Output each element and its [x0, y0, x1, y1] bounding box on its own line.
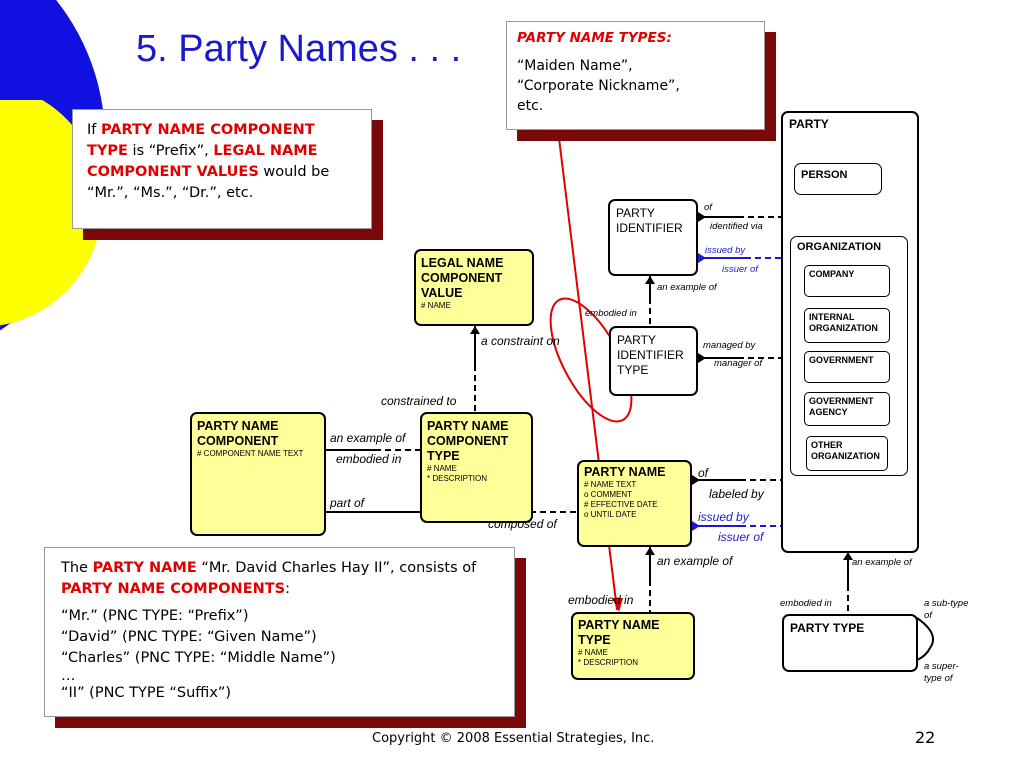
note-text: is “Prefix”,	[127, 143, 214, 159]
entity-name: PARTY	[789, 117, 829, 131]
entity-attribute: # EFFECTIVE DATE	[584, 500, 658, 509]
entity-name: PARTY NAME	[584, 465, 666, 479]
note-intro: The PARTY NAME “Mr. David Charles Hay II…	[61, 558, 498, 600]
note-line: “Corporate Nickname”,	[517, 78, 680, 94]
entity-attribute: * DESCRIPTION	[578, 658, 639, 667]
note-example-line: “David” (PNC TYPE: “Given Name”)	[61, 629, 317, 645]
note-example-line: “Mr.” (PNC TYPE: “Prefix”)	[61, 608, 249, 624]
rel-label: embodied in	[780, 598, 832, 609]
rel-label: a sub-type of	[924, 598, 969, 621]
entity-name: ORGANIZATION	[797, 241, 882, 253]
rel-label: an example of	[852, 557, 912, 568]
entity-name: PARTY NAME TYPE	[578, 618, 660, 647]
entity-party-name[interactable]: PARTY NAME # NAME TEXT o COMMENT # EFFEC…	[577, 460, 692, 547]
note-text: :	[285, 581, 290, 597]
rel-label: issuer of	[718, 530, 764, 544]
note-party-name-example: The PARTY NAME “Mr. David Charles Hay II…	[44, 547, 515, 717]
rel-label: an example of	[330, 431, 406, 445]
rel-label: embodied in	[336, 452, 402, 466]
note-example-line: “II” (PNC TYPE “Suffix”)	[61, 685, 232, 701]
entity-name: PERSON	[801, 169, 848, 181]
entity-name: COMPANY	[809, 269, 855, 279]
entity-name: INTERNAL ORGANIZATION	[809, 312, 878, 333]
copyright-footer: Copyright © 2008 Essential Strategies, I…	[372, 731, 655, 746]
entity-party-type[interactable]: PARTY TYPE	[782, 614, 918, 672]
entity-party-identifier[interactable]: PARTY IDENTIFIER	[608, 199, 698, 276]
note-example-line: “Charles” (PNC TYPE: “Middle Name”)	[61, 650, 336, 666]
entity-company[interactable]: COMPANY	[804, 265, 890, 297]
rel-label: of	[704, 202, 712, 213]
entity-name: PARTY TYPE	[790, 621, 865, 635]
entity-attribute: # NAME	[427, 464, 457, 473]
page-number: 22	[915, 728, 936, 747]
entity-legal-name-component-value[interactable]: LEGAL NAME COMPONENT VALUE # NAME	[414, 249, 534, 326]
entity-attribute: o COMMENT	[584, 490, 632, 499]
entity-attribute: # NAME TEXT	[584, 480, 637, 489]
note-highlight: LEGAL NAME COMPONENT VALUES	[87, 143, 318, 180]
rel-label: issued by	[705, 245, 746, 256]
note-line: “Maiden Name”,	[517, 58, 633, 74]
rel-label: an example of	[657, 282, 717, 293]
entity-name: PARTY IDENTIFIER TYPE	[617, 333, 684, 377]
entity-party-identifier-type[interactable]: PARTY IDENTIFIER TYPE	[609, 326, 698, 396]
rel-label: issuer of	[722, 264, 758, 275]
note-example-line: …	[61, 668, 76, 684]
entity-name: PARTY IDENTIFIER	[616, 206, 683, 235]
entity-government[interactable]: GOVERNMENT	[804, 351, 890, 383]
rel-label: embodied in	[585, 308, 637, 319]
entity-name: GOVERNMENT	[809, 355, 874, 365]
note-line: etc.	[517, 98, 544, 114]
entity-name: GOVERNMENT AGENCY	[809, 396, 874, 417]
entity-attribute: * DESCRIPTION	[427, 474, 488, 483]
rel-label: issued by	[698, 510, 749, 524]
rel-label: constrained to	[381, 394, 457, 408]
rel-label: embodied in	[568, 593, 634, 607]
entity-party-name-component-type[interactable]: PARTY NAME COMPONENT TYPE # NAME * DESCR…	[420, 412, 533, 523]
entity-attribute: # NAME	[421, 301, 451, 310]
rel-label: an example of	[657, 554, 733, 568]
entity-party-name-type[interactable]: PARTY NAME TYPE # NAME * DESCRIPTION	[571, 612, 695, 680]
entity-government-agency[interactable]: GOVERNMENT AGENCY	[804, 392, 890, 426]
entity-name: PARTY NAME COMPONENT	[197, 419, 279, 448]
entity-attribute: o UNTIL DATE	[584, 510, 637, 519]
note-text: would be “Mr.”, “Ms.”, “Dr.”, etc.	[87, 164, 330, 201]
entity-other-organization[interactable]: OTHER ORGANIZATION	[806, 436, 888, 471]
red-arrowhead	[612, 598, 623, 612]
entity-party-name-component[interactable]: PARTY NAME COMPONENT # COMPONENT NAME TE…	[190, 412, 326, 536]
entity-internal-organization[interactable]: INTERNAL ORGANIZATION	[804, 308, 890, 343]
note-component-values: If PARTY NAME COMPONENT TYPE is “Prefix”…	[72, 109, 372, 229]
rel-label: manager of	[714, 358, 763, 369]
rel-label: of	[698, 466, 709, 480]
rel-label: a super-type of	[924, 661, 959, 684]
rel-label: a constraint on	[481, 334, 560, 348]
note-heading: PARTY NAME TYPES:	[517, 30, 672, 46]
rel-label: composed of	[488, 517, 557, 531]
rel-label: managed by	[703, 340, 756, 351]
note-highlight: PARTY NAME COMPONENTS	[61, 581, 286, 597]
note-highlight: PARTY NAME COMPONENT TYPE	[87, 122, 315, 159]
rel-label: part of	[330, 496, 365, 510]
rel-label: identified via	[710, 221, 763, 232]
note-text: The	[61, 560, 93, 576]
note-party-name-types: PARTY NAME TYPES: “Maiden Name”, “Corpor…	[506, 21, 765, 130]
slide-title: 5. Party Names . . .	[136, 28, 462, 70]
entity-name: LEGAL NAME COMPONENT VALUE	[421, 256, 504, 300]
entity-person[interactable]: PERSON	[794, 163, 882, 195]
entity-name: PARTY NAME COMPONENT TYPE	[427, 419, 509, 463]
entity-name: OTHER ORGANIZATION	[811, 440, 880, 461]
note-text: “Mr. David Charles Hay II”, consists of	[196, 560, 477, 576]
entity-attribute: # COMPONENT NAME TEXT	[197, 449, 304, 458]
rel-label: labeled by	[709, 487, 764, 501]
note-text: If	[87, 122, 101, 138]
note-highlight: PARTY NAME	[92, 560, 197, 576]
entity-attribute: # NAME	[578, 648, 608, 657]
